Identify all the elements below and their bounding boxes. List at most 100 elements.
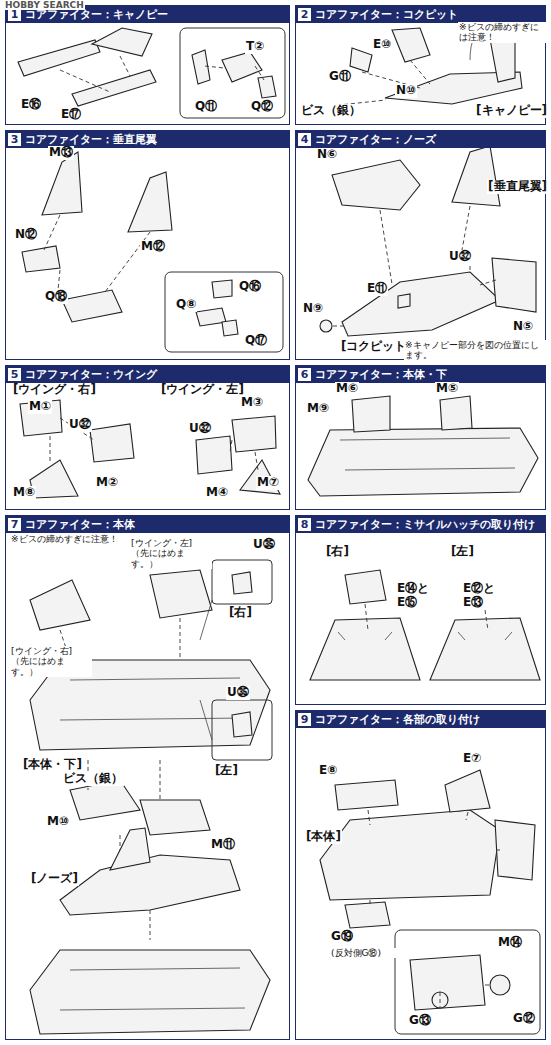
step-header: 5コアファイター：ウイング: [6, 366, 289, 383]
part-callout: E⑪: [366, 282, 388, 296]
part-callout: U㉜: [448, 250, 472, 264]
part-outline: [258, 76, 276, 98]
part-outline: [180, 28, 285, 118]
part-outline: [333, 206, 496, 326]
part-callout: M⑨: [306, 402, 330, 416]
step-number: 7: [8, 518, 21, 531]
part-outline: [352, 396, 390, 432]
step-header: 2コアファイター：コクピット: [296, 6, 545, 23]
part-callout: M⑥: [335, 382, 359, 396]
part-callout: ビス（銀）: [62, 772, 124, 786]
step-panel: 7コアファイター：本体: [5, 515, 290, 1040]
step-number: 5: [8, 368, 21, 381]
step-number: 8: [298, 518, 311, 531]
part-callout: U㉟: [252, 538, 276, 552]
part-callout: M⑧: [12, 486, 36, 500]
part-outline: [140, 800, 210, 835]
part-callout: G⑫: [512, 1012, 536, 1026]
part-callout: [左]: [450, 545, 475, 559]
part-callout: M⑤: [435, 382, 459, 396]
part-outline: [205, 66, 264, 80]
step-panel: 1コアファイター：キャノピー: [5, 5, 290, 125]
step-title: コアファイター：垂直尾翼: [25, 132, 157, 147]
part-outline: [60, 968, 245, 1010]
part-callout: [垂直尾翼]: [487, 180, 548, 194]
part-callout: N⑫: [14, 228, 38, 242]
part-outline: [192, 50, 210, 84]
part-outline: [410, 955, 485, 1010]
part-outline: [44, 215, 150, 292]
part-callout: Q⑱: [44, 290, 68, 304]
part-callout: [ウイング・右] （先にはめます。）: [10, 646, 92, 677]
part-outline: [232, 416, 276, 452]
step-header: 7コアファイター：本体: [6, 516, 289, 533]
part-callout: Q⑪: [194, 100, 218, 114]
part-callout: [ノーズ]: [30, 872, 79, 886]
part-outline: [345, 570, 386, 604]
part-outline: [492, 258, 536, 312]
part-outline: [392, 28, 430, 62]
part-outline: [232, 572, 252, 594]
part-outline: [445, 770, 490, 812]
part-callout: ※ビスの締めすぎには注意！: [458, 22, 546, 43]
final-assembly: [320, 770, 540, 1034]
part-outline: [370, 900, 371, 905]
step-header: 9 コアファイター：各部の取り付け: [296, 711, 545, 728]
part-outline: [395, 930, 540, 1034]
step-panel: 6コアファイター：本体・下: [295, 365, 546, 510]
step-title: コアファイター：本体・下: [315, 367, 447, 382]
part-outline: [196, 308, 226, 326]
part-callout: [ウイング・左] （先にはめます。）: [130, 538, 212, 569]
part-callout: E⑧: [318, 764, 338, 778]
step-number: 3: [8, 133, 21, 146]
step-title: コアファイター：各部の取り付け: [315, 712, 480, 727]
step-header: 6コアファイター：本体・下: [296, 366, 545, 383]
part-outline: [212, 560, 272, 604]
step-header: 4 コアファイター：ノーズ: [296, 131, 545, 148]
part-outline: [62, 290, 122, 322]
part-outline: [50, 418, 94, 462]
part-callout: [ウイング・右]: [12, 383, 97, 397]
part-callout: E⑫と E⑬: [462, 582, 498, 610]
part-outline: [320, 320, 332, 332]
step-header: 8 コアファイター：ミサイルハッチの取り付け: [296, 516, 545, 533]
part-outline: [212, 280, 232, 298]
part-outline: [200, 600, 212, 740]
part-callout: Q⑰: [244, 334, 268, 348]
part-outline: [196, 436, 232, 474]
part-callout: [左]: [214, 764, 239, 778]
part-callout: Q⑯: [238, 280, 262, 294]
part-callout: [コクピット]: [340, 340, 413, 354]
part-outline: [70, 780, 140, 820]
wing-parts: [20, 400, 280, 498]
part-callout: N⑥: [316, 148, 338, 162]
part-callout: M⑦: [256, 476, 280, 490]
part-callout: M③: [240, 396, 264, 410]
part-outline: [452, 146, 500, 206]
part-callout: G⑲: [330, 930, 354, 944]
part-outline: [485, 610, 488, 630]
part-outline: [30, 950, 270, 1034]
part-outline: [365, 604, 368, 630]
part-callout: U㉜: [188, 422, 212, 436]
part-outline: [20, 400, 62, 436]
part-outline: [338, 632, 392, 640]
step-title: コアファイター：ノーズ: [315, 132, 436, 147]
part-callout: T②: [245, 40, 265, 54]
step-number: 9: [298, 713, 311, 726]
part-outline: [22, 246, 60, 272]
part-outline: [230, 440, 258, 470]
part-outline: [320, 810, 500, 900]
part-callout: M⑬: [48, 146, 74, 160]
part-outline: [92, 28, 152, 56]
step-number: 4: [298, 133, 311, 146]
part-outline: [398, 294, 410, 308]
body-assembly: [30, 560, 272, 1034]
part-outline: [490, 975, 510, 995]
step-title: コアファイター：ミサイルハッチの取り付け: [315, 517, 535, 532]
part-callout: E⑩: [372, 38, 392, 52]
step-panel: 4 コアファイター：ノーズ: [295, 130, 546, 360]
part-callout: E⑰: [60, 108, 82, 122]
part-callout: M⑪: [210, 838, 236, 852]
lower-body: [308, 396, 538, 496]
